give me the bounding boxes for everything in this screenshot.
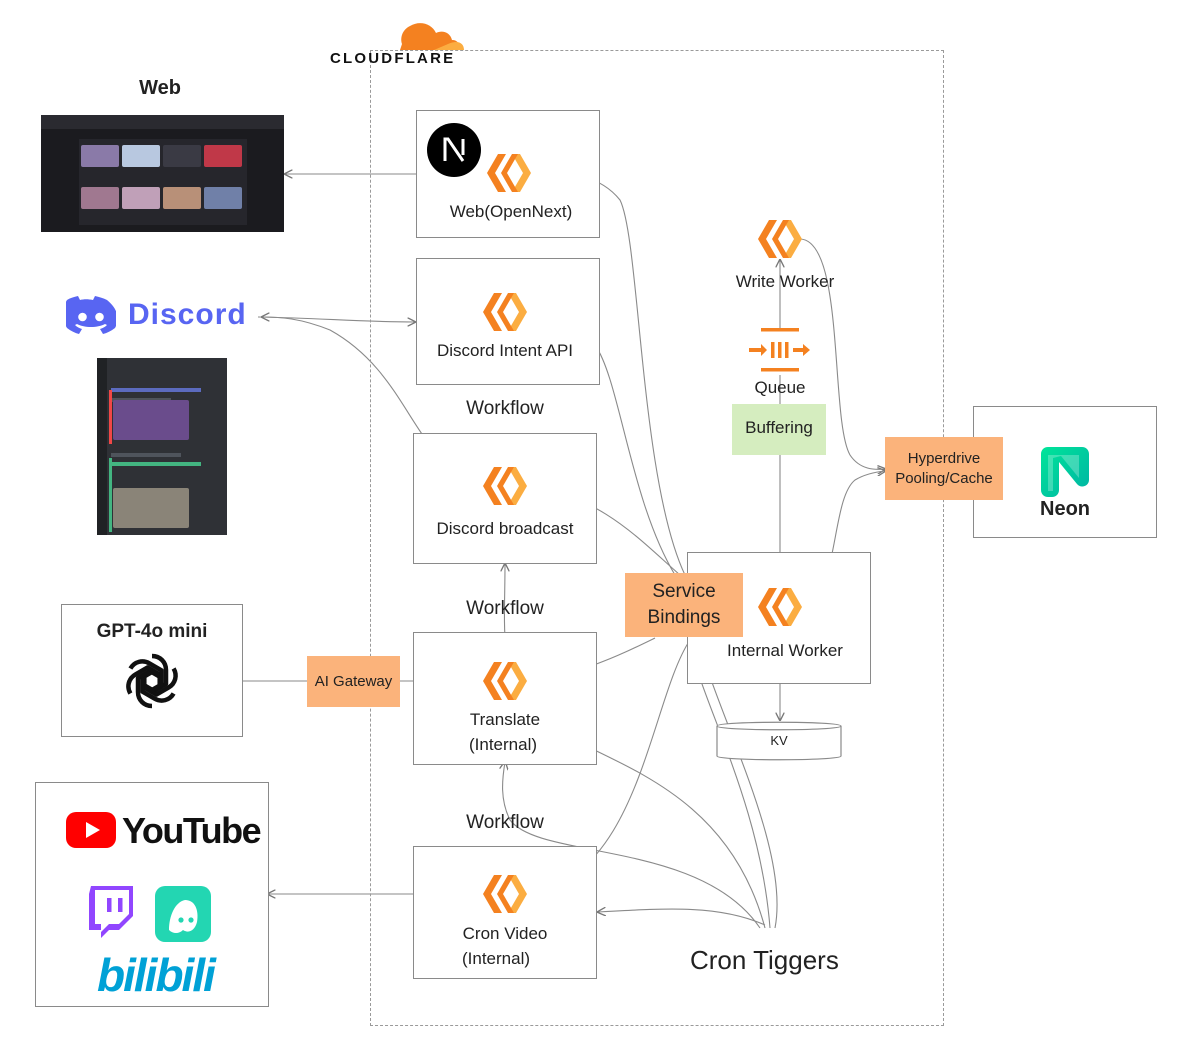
translate-label-line2: (Internal)	[468, 735, 538, 754]
worker-icon-write	[758, 220, 802, 258]
twitch-icon	[89, 886, 133, 938]
worker-icon-internal	[758, 588, 802, 626]
worker-icon-translate	[483, 662, 527, 700]
discord-screenshot	[97, 358, 227, 535]
write-worker-label: Write Worker	[735, 272, 835, 291]
discord-icon	[62, 296, 118, 334]
workflow-label-broadcast: Workflow	[466, 398, 544, 419]
web-opennext-label: Web(OpenNext)	[449, 202, 573, 221]
workflow-label-translate: Workflow	[466, 598, 544, 619]
buffering-box	[732, 404, 826, 455]
cloudflare-cloud-icon	[400, 23, 464, 50]
gpt-title: GPT-4o mini	[96, 621, 208, 642]
cron-video-box	[413, 846, 597, 979]
worker-icon-discord-intent	[483, 293, 527, 331]
web-title: Web	[139, 77, 181, 99]
service-bindings-line2: Bindings	[647, 607, 721, 628]
bilibili-wordmark: bilibili	[97, 949, 216, 1001]
worker-icon-cron-video	[483, 875, 527, 913]
discord-broadcast-label: Discord broadcast	[436, 519, 574, 538]
hyperdrive-line1: Hyperdrive	[907, 449, 981, 467]
cron-video-label-line2: (Internal)	[461, 949, 531, 968]
discord-wordmark: Discord	[128, 298, 247, 331]
openai-icon	[126, 653, 178, 709]
cloudflare-wordmark: CLOUDFLARE	[330, 50, 456, 67]
translate-label-line1: Translate	[469, 710, 541, 729]
worker-icon-discord-broadcast	[483, 467, 527, 505]
hyperdrive-line2: Pooling/Cache	[895, 469, 993, 487]
cron-video-label-line1: Cron Video	[462, 924, 548, 943]
nextjs-icon	[427, 123, 481, 177]
internal-worker-label: Internal Worker	[727, 641, 843, 660]
worker-icon-web	[487, 154, 531, 192]
youtube-wordmark: YouTube	[122, 810, 262, 851]
youtube-logo: YouTube	[66, 810, 262, 856]
queue-label: Queue	[754, 378, 806, 397]
service-bindings-line1: Service	[652, 581, 716, 602]
buffering-label: Buffering	[745, 418, 813, 437]
kv-store	[716, 721, 842, 761]
service-bindings-tag: Service Bindings	[625, 573, 743, 637]
neon-icon	[1041, 447, 1089, 497]
youtube-icon	[66, 812, 116, 848]
neon-label: Neon	[1040, 498, 1090, 520]
web-screenshot	[41, 115, 284, 232]
discord-intent-label: Discord Intent API	[436, 341, 574, 360]
hyperdrive-tag: Hyperdrive Pooling/Cache	[885, 437, 1003, 500]
translate-box	[413, 632, 597, 765]
cloudflare-boundary	[370, 50, 944, 1026]
bilibili-tv-icon	[155, 886, 211, 942]
queue-icon	[749, 328, 810, 372]
ai-gateway-tag: AI Gateway	[307, 656, 400, 707]
discord-logo: Discord	[62, 296, 262, 338]
kv-label: KV	[770, 733, 788, 748]
cloudflare-logo: CLOUDFLARE	[330, 14, 470, 70]
workflow-label-cron-video: Workflow	[466, 812, 544, 833]
neon-box	[973, 406, 1157, 538]
cron-triggers-label: Cron Tiggers	[690, 945, 839, 975]
